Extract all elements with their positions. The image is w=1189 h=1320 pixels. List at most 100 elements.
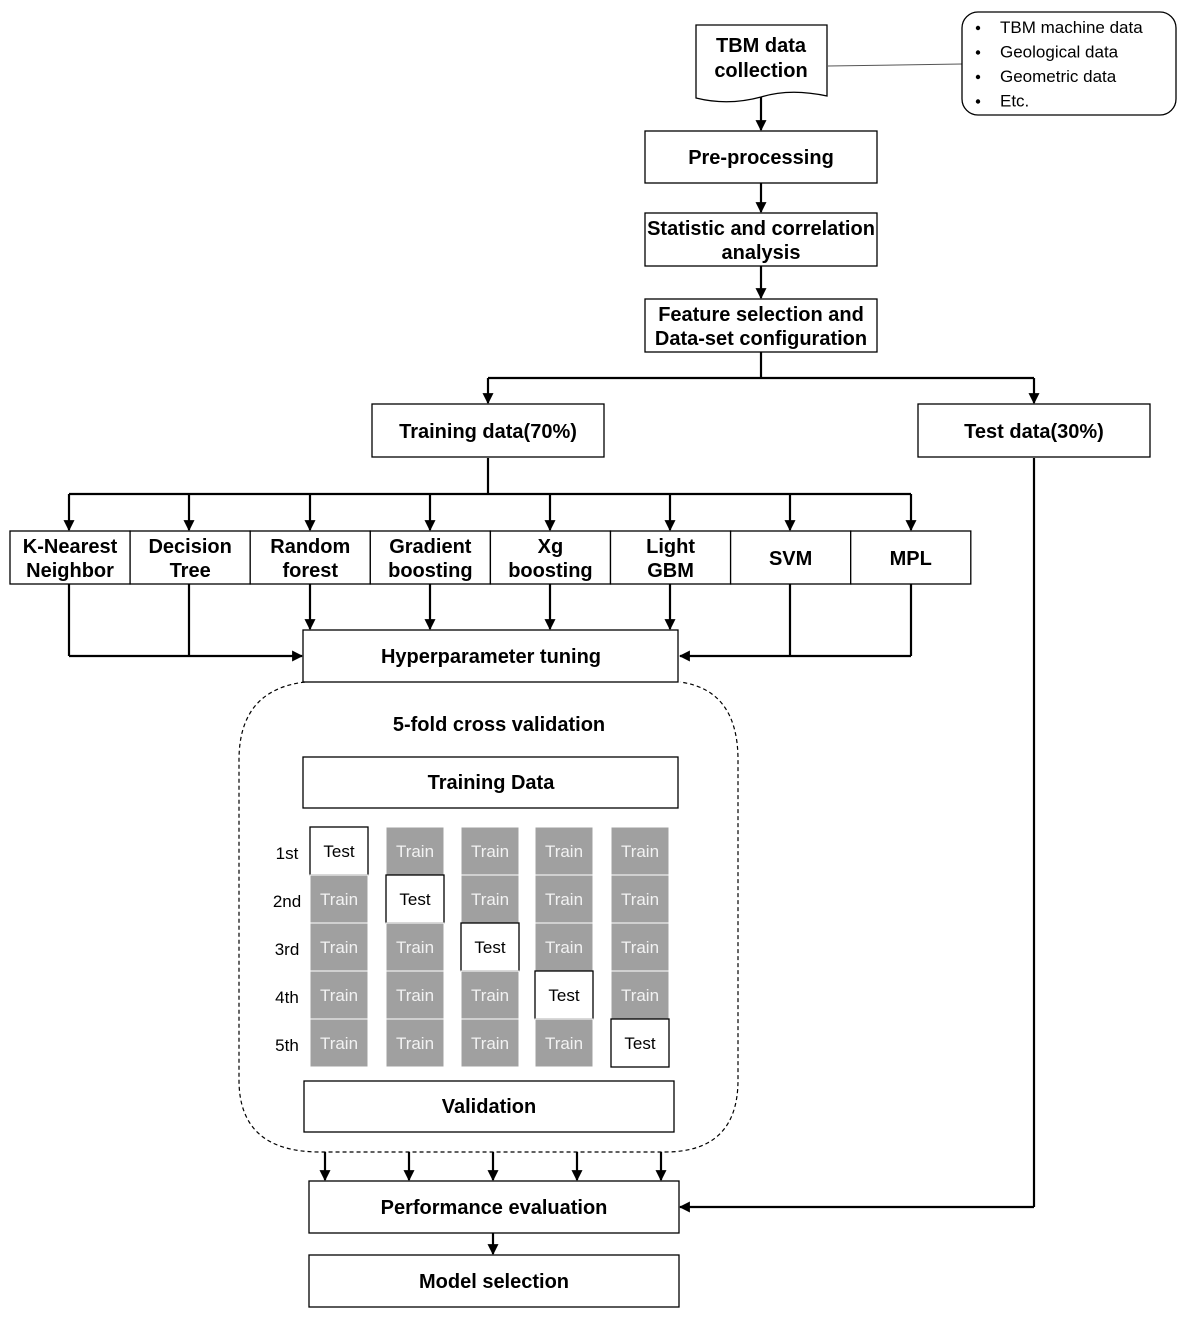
model-label: K-Nearest [23,536,118,558]
cross-validation-region: 5-fold cross validation Training Data 1s… [238,681,739,1153]
fold-cell-label: Test [624,1034,655,1053]
fold-cell-label: Train [396,938,434,957]
fold-cell-train: Train [534,1018,594,1068]
bullet-icon [975,74,981,80]
fold-row-label: 1st [276,844,299,863]
fold-row-label: 2nd [273,892,301,911]
data-source-item: TBM machine data [1000,18,1143,37]
fold-cell-train: Train [309,874,369,924]
fold-cell-label: Train [621,986,659,1005]
fold-cell-train: Train [460,874,520,924]
fold-row-label: 4th [275,988,299,1007]
model-label: forest [282,560,338,582]
fold-cell-frame [460,922,520,972]
fold-cell-frame [309,826,369,876]
fold-cell-label: Train [471,842,509,861]
model-label: SVM [769,548,812,570]
fold-cell-label: Train [320,1034,358,1053]
fold-row-label: 3rd [275,940,300,959]
model-label: boosting [388,560,472,582]
fold-cell-train: Train [309,1018,369,1068]
model-label: Neighbor [26,560,114,582]
fold-cell-label: Train [471,1034,509,1053]
fold-cell-label: Train [471,986,509,1005]
fold-cell-frame [385,826,445,876]
fold-cell-test: Test [309,826,369,876]
fold-cell-frame [534,826,594,876]
model-label: Xg [538,536,564,558]
fold-cell-frame [309,874,369,924]
hyperparameter-label: Hyperparameter tuning [381,646,601,668]
fold-cell-frame [385,874,445,924]
model-label: Random [270,536,350,558]
fold-cell-label: Train [621,938,659,957]
feature-line-2: Data-set configuration [655,328,867,350]
fold-cell-train: Train [534,826,594,876]
model-row: K-NearestNeighborDecisionTreeRandomfores… [9,530,972,585]
fold-cell-frame [610,826,670,876]
fold-cell-train: Train [309,922,369,972]
test-data-label: Test data(30%) [964,421,1104,443]
fold-cell-train: Train [460,1018,520,1068]
statistic-line-2: analysis [722,242,801,264]
fold-cell-test: Test [534,970,594,1020]
bullet-icon [975,99,981,104]
fold-cell-label: Train [320,938,358,957]
fold-cell-frame [460,1018,520,1068]
model-box-frame [850,530,972,585]
model-box-frame [369,530,492,585]
statistic-line-1: Statistic and correlation [647,218,875,240]
model-box-frame [129,530,251,585]
node-feature-selection: Feature selection and Data-set configura… [644,298,878,353]
fold-cell-test: Test [610,1018,670,1068]
node-statistic-analysis: Statistic and correlation analysis [644,212,878,267]
fold-cell-train: Train [610,922,670,972]
node-tbm-data-collection: TBM data collection [695,24,828,103]
fold-cell-train: Train [385,922,445,972]
model-selection-label: Model selection [419,1271,569,1293]
fold-cell-train: Train [309,970,369,1020]
fold-cell-frame [460,826,520,876]
fold-cell-label: Train [471,890,509,909]
cv-training-data-label: Training Data [428,772,556,794]
collection-line-1: TBM data [716,35,807,57]
connectors [63,63,1040,1256]
feature-line-1: Feature selection and [658,304,864,326]
fold-cell-test: Test [385,874,445,924]
fold-cell-label: Train [396,1034,434,1053]
model-box-frame [609,530,732,585]
fold-cell-train: Train [460,970,520,1020]
node-performance-evaluation: Performance evaluation [308,1180,680,1234]
fold-cell-frame [610,1018,670,1068]
fold-cell-label: Test [548,986,579,1005]
fold-cell-train: Train [385,1018,445,1068]
fold-cell-train: Train [534,874,594,924]
fold-cell-label: Train [621,890,659,909]
fold-cell-frame [610,874,670,924]
data-source-item: Geometric data [1000,67,1117,86]
model-box-frame [9,530,131,585]
fold-cell-train: Train [460,826,520,876]
fold-cell-frame [534,874,594,924]
training-data-label: Training data(70%) [399,421,577,443]
model-label: boosting [508,560,592,582]
fold-cell-frame [534,1018,594,1068]
model-box-frame [249,530,371,585]
fold-cell-train: Train [385,970,445,1020]
fold-row-label: 5th [275,1036,299,1055]
fold-cell-test: Test [460,922,520,972]
fold-cell-label: Train [396,986,434,1005]
validation-label: Validation [442,1096,536,1118]
collection-line-2: collection [714,60,807,82]
bullet-icon [975,25,981,31]
